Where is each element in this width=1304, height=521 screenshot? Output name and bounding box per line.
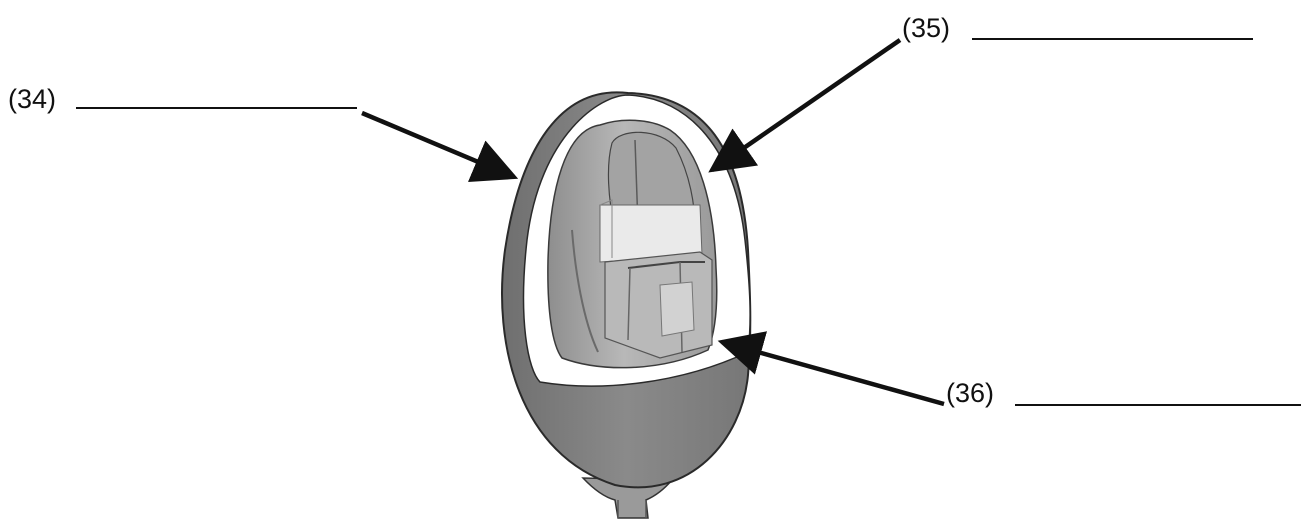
label-34: (34) bbox=[8, 84, 56, 114]
pointer-arrow-36 bbox=[722, 342, 944, 404]
answer-blank-35[interactable] bbox=[972, 38, 1253, 40]
pointer-arrow-34 bbox=[362, 113, 514, 177]
pointer-arrow-35 bbox=[712, 40, 900, 170]
answer-blank-36[interactable] bbox=[1015, 404, 1301, 406]
answer-blank-34[interactable] bbox=[76, 107, 357, 109]
label-36: (36) bbox=[946, 378, 994, 408]
label-35: (35) bbox=[902, 13, 950, 43]
